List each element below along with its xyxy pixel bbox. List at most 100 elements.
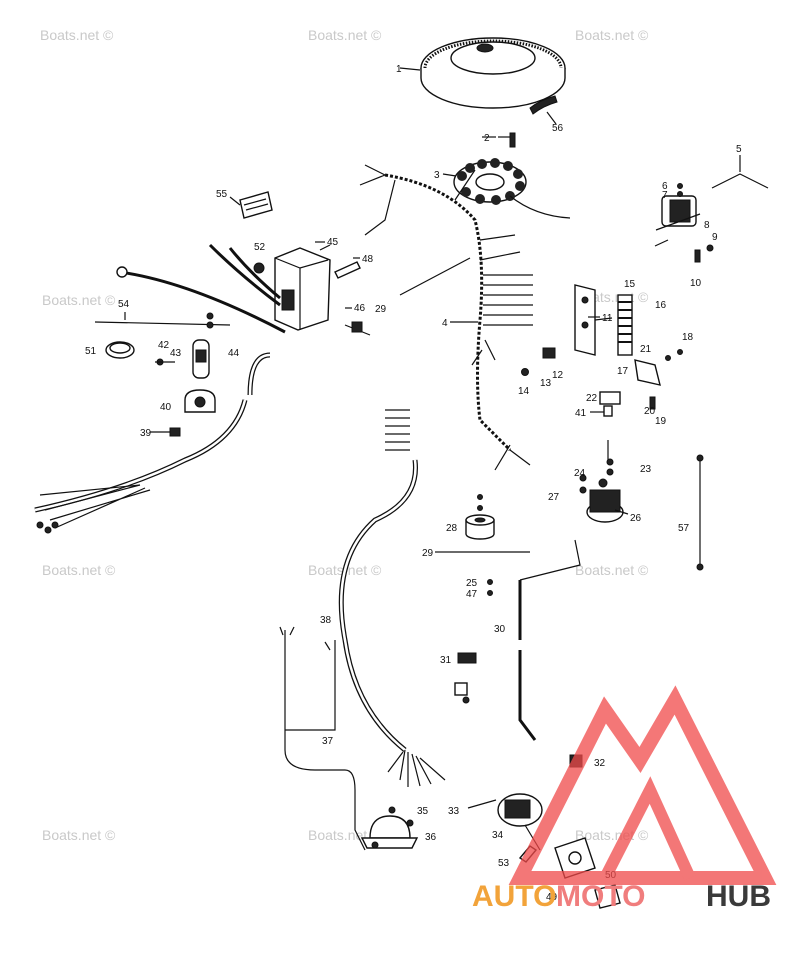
callout-39: 39	[140, 428, 152, 439]
callout-54: 54	[118, 299, 130, 310]
callout-48: 48	[362, 254, 374, 265]
rectifier-part	[655, 183, 714, 263]
callout-29: 29	[375, 304, 387, 315]
leader-lines	[229, 136, 669, 318]
callout-3: 3	[434, 170, 440, 181]
callout-33: 33	[448, 806, 460, 817]
screw-39-part	[150, 427, 181, 437]
callout-25: 25	[466, 578, 478, 589]
flywheel-part	[399, 37, 566, 109]
callout-8: 8	[704, 220, 710, 231]
watermark-1: Boats.net ©	[40, 27, 114, 43]
screws-20-19-part	[649, 396, 656, 410]
callout-36: 36	[425, 832, 437, 843]
callout-19: 19	[655, 416, 667, 427]
callout-42: 42	[158, 340, 170, 351]
bolt-46-part	[344, 321, 371, 336]
callout-40: 40	[160, 402, 172, 413]
callout-44: 44	[228, 348, 240, 359]
callout-53: 53	[498, 858, 510, 869]
part-21-part	[634, 349, 683, 386]
callout-1: 1	[396, 64, 402, 75]
callout-32: 32	[594, 758, 606, 769]
callout-47: 47	[466, 589, 478, 600]
callout-2: 2	[484, 133, 490, 144]
solenoid-bottom-part	[360, 806, 419, 849]
callout-55: 55	[216, 189, 228, 200]
callout-57: 57	[678, 523, 690, 534]
left-harness-part	[34, 399, 248, 534]
callout-46: 46	[354, 303, 366, 314]
clamp-40-part	[184, 389, 216, 413]
callout-30: 30	[494, 624, 506, 635]
harness-37-part	[279, 626, 366, 851]
callout-18: 18	[682, 332, 694, 343]
callout-26: 26	[630, 513, 642, 524]
starter-solenoid-part	[579, 440, 629, 523]
callout-5: 5	[736, 144, 742, 155]
callout-13: 13	[540, 378, 552, 389]
logo-text-auto: AUTO	[472, 880, 556, 913]
callout-52: 52	[254, 242, 266, 253]
mounting-plate-part	[554, 837, 621, 909]
callout-23: 23	[640, 464, 652, 475]
callout-12: 12	[552, 370, 564, 381]
callout-6: 6	[662, 181, 668, 192]
callout-17: 17	[617, 366, 629, 377]
terminal-block-part	[617, 294, 633, 356]
callout-16: 16	[655, 300, 667, 311]
flywheel-key-part	[529, 95, 558, 125]
part-22-part	[599, 391, 621, 405]
watermarks: Boats.net © Boats.net © Boats.net © Boat…	[40, 27, 649, 843]
callout-31: 31	[440, 655, 452, 666]
callout-37: 37	[322, 736, 334, 747]
logo-text-moto: MOTO	[556, 880, 645, 913]
callout-21: 21	[640, 344, 652, 355]
part-41-part	[590, 405, 613, 417]
callout-22: 22	[586, 393, 598, 404]
stator-part	[442, 158, 571, 219]
callout-10: 10	[690, 278, 702, 289]
callout-28: 28	[446, 523, 458, 534]
nut-52-part	[253, 262, 265, 274]
callout-38: 38	[320, 615, 332, 626]
callout-11: 11	[602, 313, 613, 324]
callout-29b: 29	[422, 548, 434, 559]
grommet-part	[105, 341, 135, 359]
grommet-28-part	[465, 494, 495, 540]
callout-15: 15	[624, 279, 636, 290]
wire-harness-part	[359, 164, 533, 471]
callout-35: 35	[417, 806, 429, 817]
watermark-9: Boats.net ©	[42, 827, 116, 843]
screws-25-47-part	[487, 579, 493, 596]
callout-4: 4	[442, 318, 448, 329]
callout-51: 51	[85, 346, 97, 357]
logo-mark-icon	[508, 685, 777, 885]
wire-30-part	[518, 539, 581, 741]
callout-41: 41	[575, 408, 587, 419]
lead-57-part	[696, 454, 704, 571]
callout-14: 14	[518, 386, 530, 397]
callout-56: 56	[552, 123, 564, 134]
callout-9: 9	[712, 232, 718, 243]
callout-24: 24	[574, 468, 586, 479]
clip-12-part	[521, 347, 556, 376]
watermark-4: Boats.net ©	[42, 292, 116, 308]
tie-strap-upper-part	[399, 257, 471, 296]
watermark-6: Boats.net ©	[42, 562, 116, 578]
jumper-wire-5-part	[711, 155, 769, 189]
callout-20: 20	[644, 406, 656, 417]
screw-2-part	[498, 132, 516, 148]
resistor-48-part	[334, 261, 361, 279]
callout-43: 43	[170, 348, 182, 359]
harness-38-part	[338, 409, 446, 787]
decal-part	[239, 191, 273, 219]
callout-34: 34	[492, 830, 504, 841]
watermark-3: Boats.net ©	[575, 27, 649, 43]
callout-45: 45	[327, 237, 339, 248]
coil-44-part	[155, 339, 210, 379]
logo-text-hub: HUB	[706, 880, 771, 913]
watermark-8: Boats.net ©	[575, 562, 649, 578]
bracket-11-part	[574, 284, 613, 356]
